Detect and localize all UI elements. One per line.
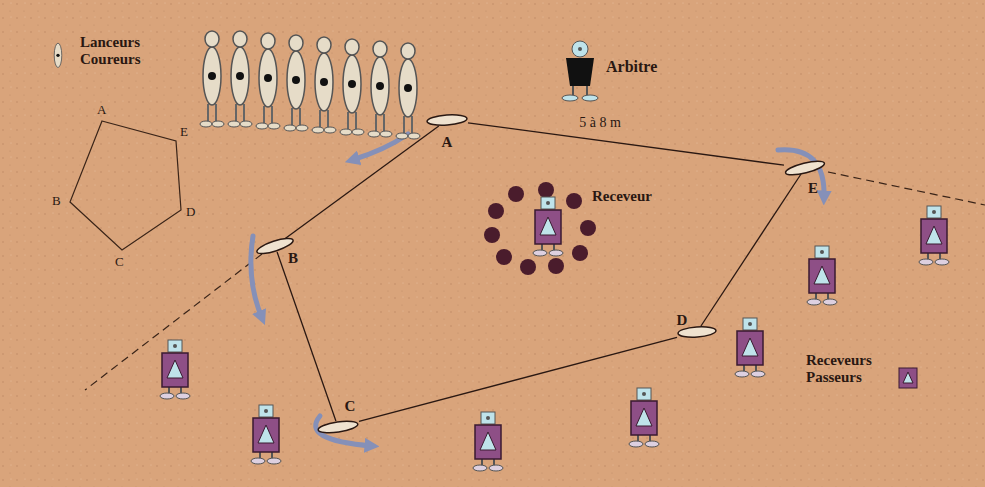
base-letter: B <box>288 250 298 267</box>
legend-text: Lanceurs Coureurs <box>80 34 165 67</box>
base-line <box>359 337 677 421</box>
figure-label: Receveur <box>592 188 652 205</box>
base-letter: D <box>677 312 688 329</box>
referee-figure <box>562 41 598 101</box>
base-marker: E <box>784 162 826 174</box>
legend-receiver-sample <box>899 368 917 388</box>
base-ellipse <box>677 326 717 338</box>
base-letter: C <box>345 398 356 415</box>
base-line <box>701 174 801 326</box>
base-letter: E <box>808 180 818 197</box>
legend-runner-sample <box>54 43 62 67</box>
base-marker: B <box>255 240 295 252</box>
base-ellipse <box>784 162 826 174</box>
run-arrows <box>251 134 824 446</box>
base-marker: C <box>317 421 359 433</box>
receiver-figures <box>160 206 949 471</box>
base-line <box>468 123 784 165</box>
receiver-zone-dots <box>484 182 596 275</box>
catcher-figure <box>533 197 563 256</box>
distance-label: 5 à 8 m <box>576 115 624 130</box>
vertex-letter: C <box>115 255 124 269</box>
base-line <box>283 126 439 240</box>
vertex-letter: B <box>52 194 61 208</box>
figure-label: Arbitre <box>606 58 657 76</box>
vertex-letter: E <box>180 125 188 139</box>
base-letter: A <box>442 134 453 151</box>
runner-figures <box>200 31 420 139</box>
dashed-line <box>828 172 985 205</box>
base-line <box>277 252 336 421</box>
legend-text: Receveurs Passeurs <box>806 352 902 385</box>
base-marker: A <box>426 114 468 126</box>
base-marker: D <box>677 326 717 338</box>
base-ellipse <box>317 421 359 433</box>
vertex-letter: D <box>186 205 195 219</box>
vertex-letter: A <box>97 103 106 117</box>
pentagon-inset <box>70 121 181 250</box>
base-ellipse <box>426 114 468 126</box>
